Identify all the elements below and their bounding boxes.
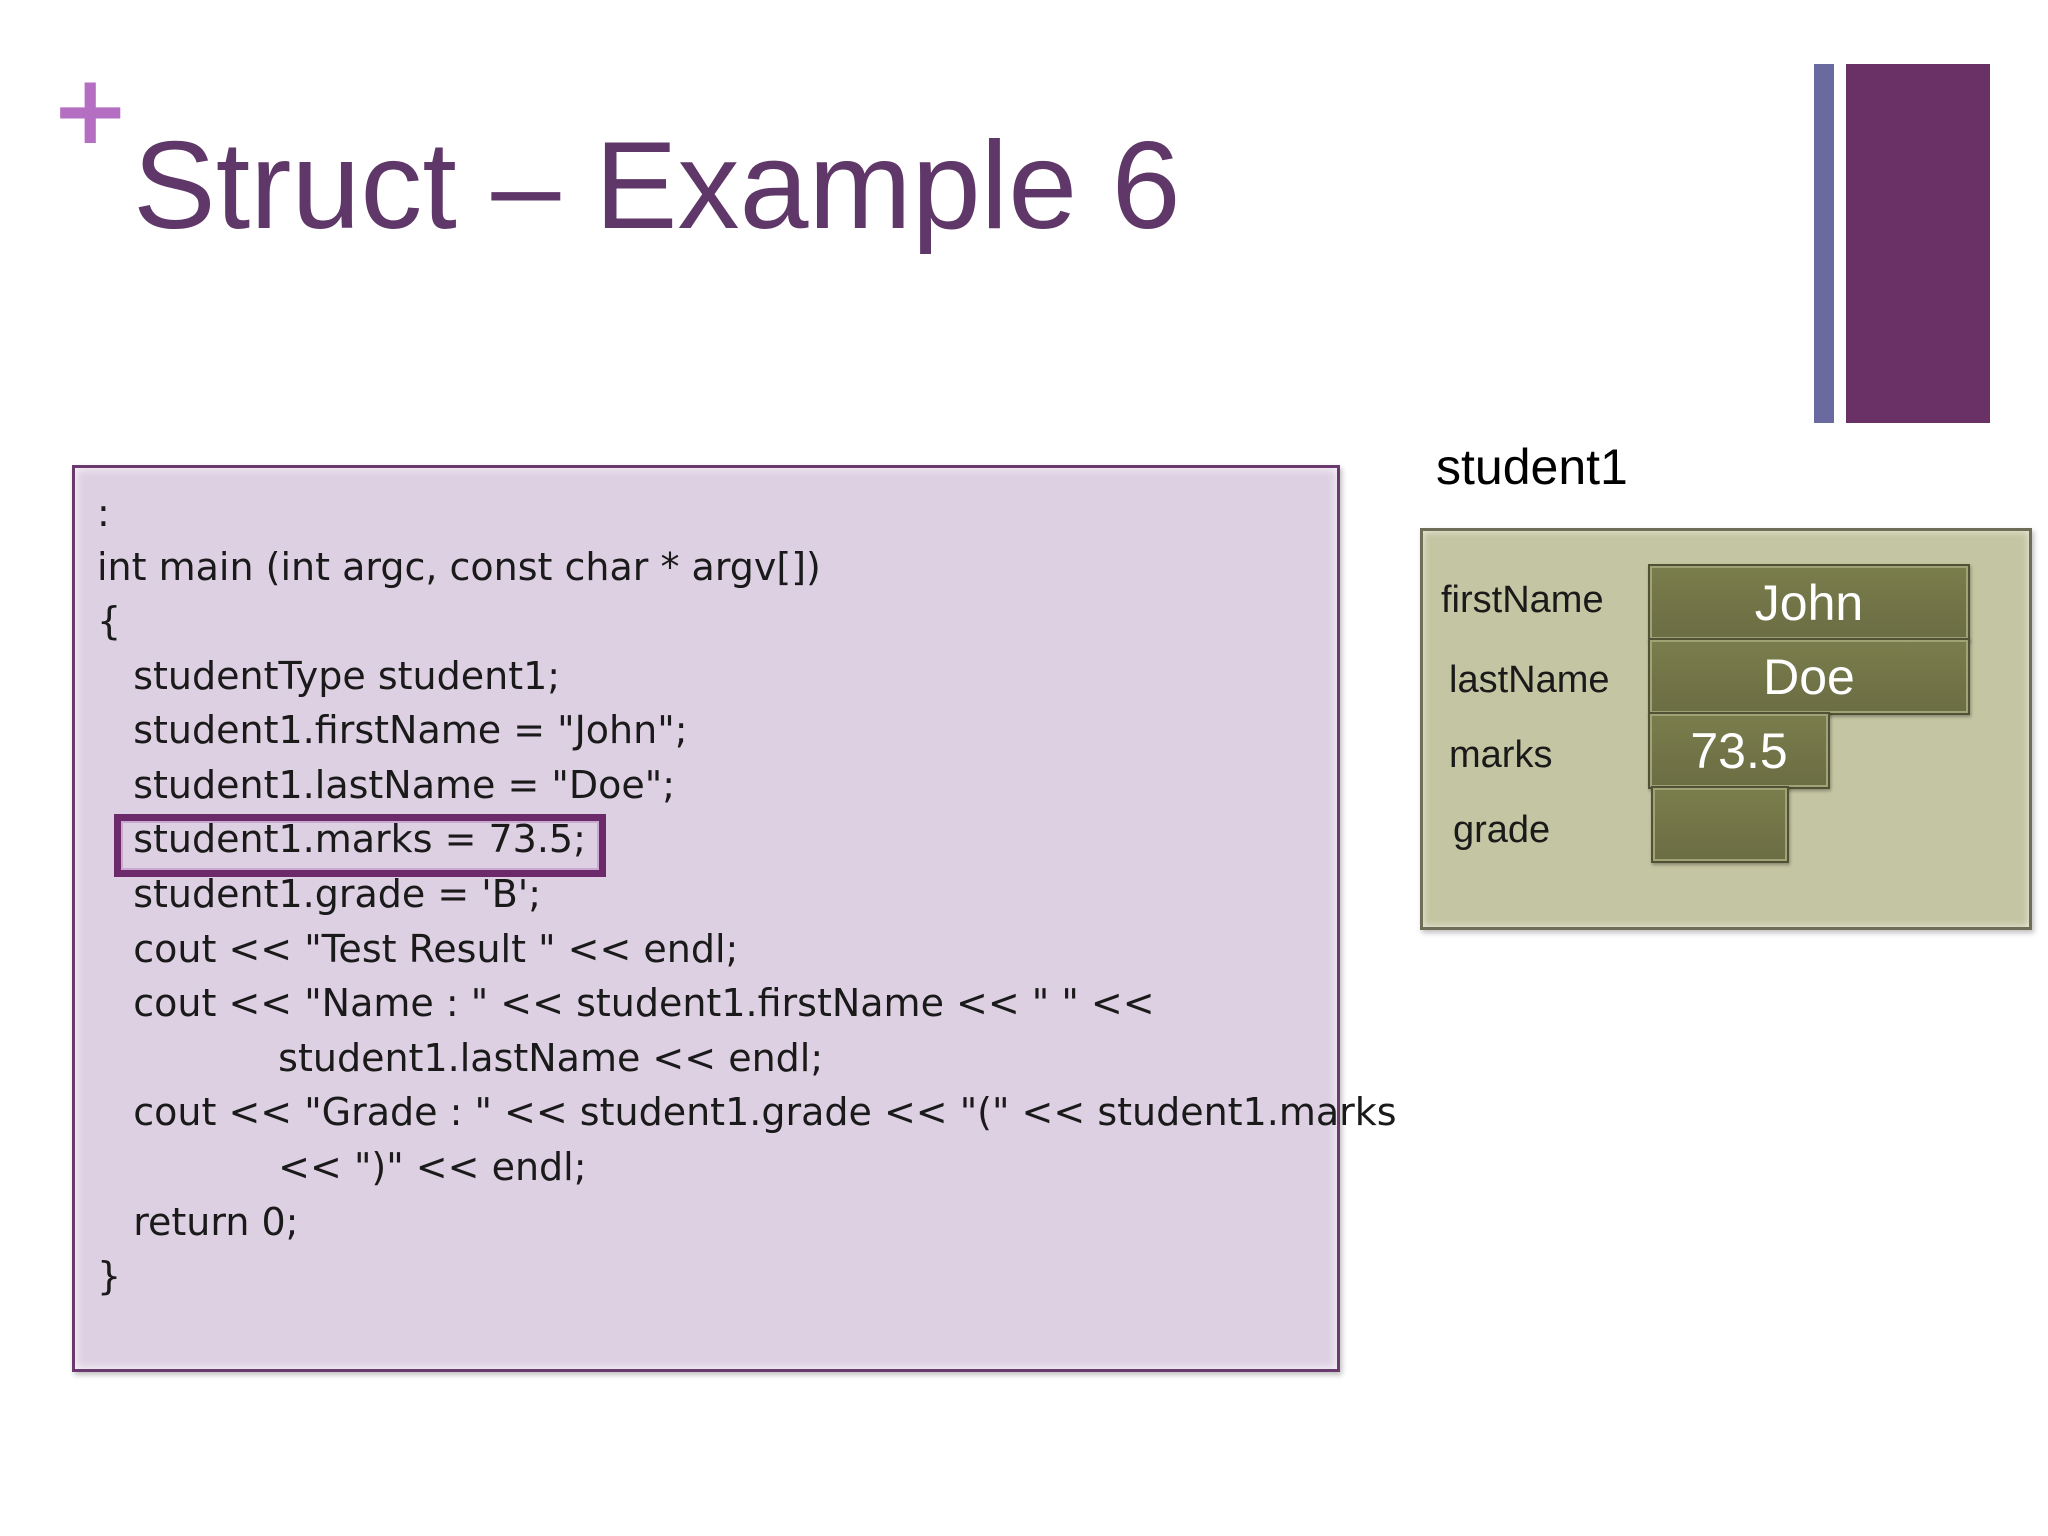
decorative-bar-wide xyxy=(1846,64,1990,423)
variable-name: student1 xyxy=(1436,439,1628,495)
field-label-firstname: firstName xyxy=(1441,579,1604,621)
highlight-frame xyxy=(114,814,606,877)
code-line: : xyxy=(97,491,110,535)
slide-title: Struct – Example 6 xyxy=(133,117,1181,255)
plus-icon: + xyxy=(50,54,131,166)
code-line: student1.lastName = "Doe"; xyxy=(97,763,676,807)
field-value-marks: 73.5 xyxy=(1648,712,1830,789)
code-line: cout << "Test Result " << endl; xyxy=(97,927,739,971)
code-line: cout << "Name : " << student1.firstName … xyxy=(97,981,1155,1025)
field-value-grade xyxy=(1651,786,1789,863)
code-line: studentType student1; xyxy=(97,654,561,698)
code-line: << ")" << endl; xyxy=(97,1145,587,1189)
code-line: student1.firstName = "John"; xyxy=(97,708,688,752)
code-line: student1.lastName << endl; xyxy=(97,1036,824,1080)
code-line: cout << "Grade : " << student1.grade << … xyxy=(97,1090,1397,1134)
field-value-lastname: Doe xyxy=(1648,638,1970,715)
code-line: return 0; xyxy=(97,1200,299,1244)
field-label-marks: marks xyxy=(1449,734,1553,776)
field-label-lastname: lastName xyxy=(1449,659,1610,701)
struct-memory-box: firstName lastName marks grade John Doe … xyxy=(1420,528,2032,930)
code-line-highlighted: student1.marks = 73.5; xyxy=(97,817,586,861)
code-line: student1.grade = 'B'; xyxy=(97,872,542,916)
decorative-bar-thin xyxy=(1814,64,1834,423)
code-line: int main (int argc, const char * argv[]) xyxy=(97,545,821,589)
field-value-firstname: John xyxy=(1648,564,1970,641)
field-label-grade: grade xyxy=(1453,809,1551,851)
code-panel: : int main (int argc, const char * argv[… xyxy=(72,465,1397,1372)
code-line: { xyxy=(97,599,122,643)
code-line: } xyxy=(97,1254,122,1298)
